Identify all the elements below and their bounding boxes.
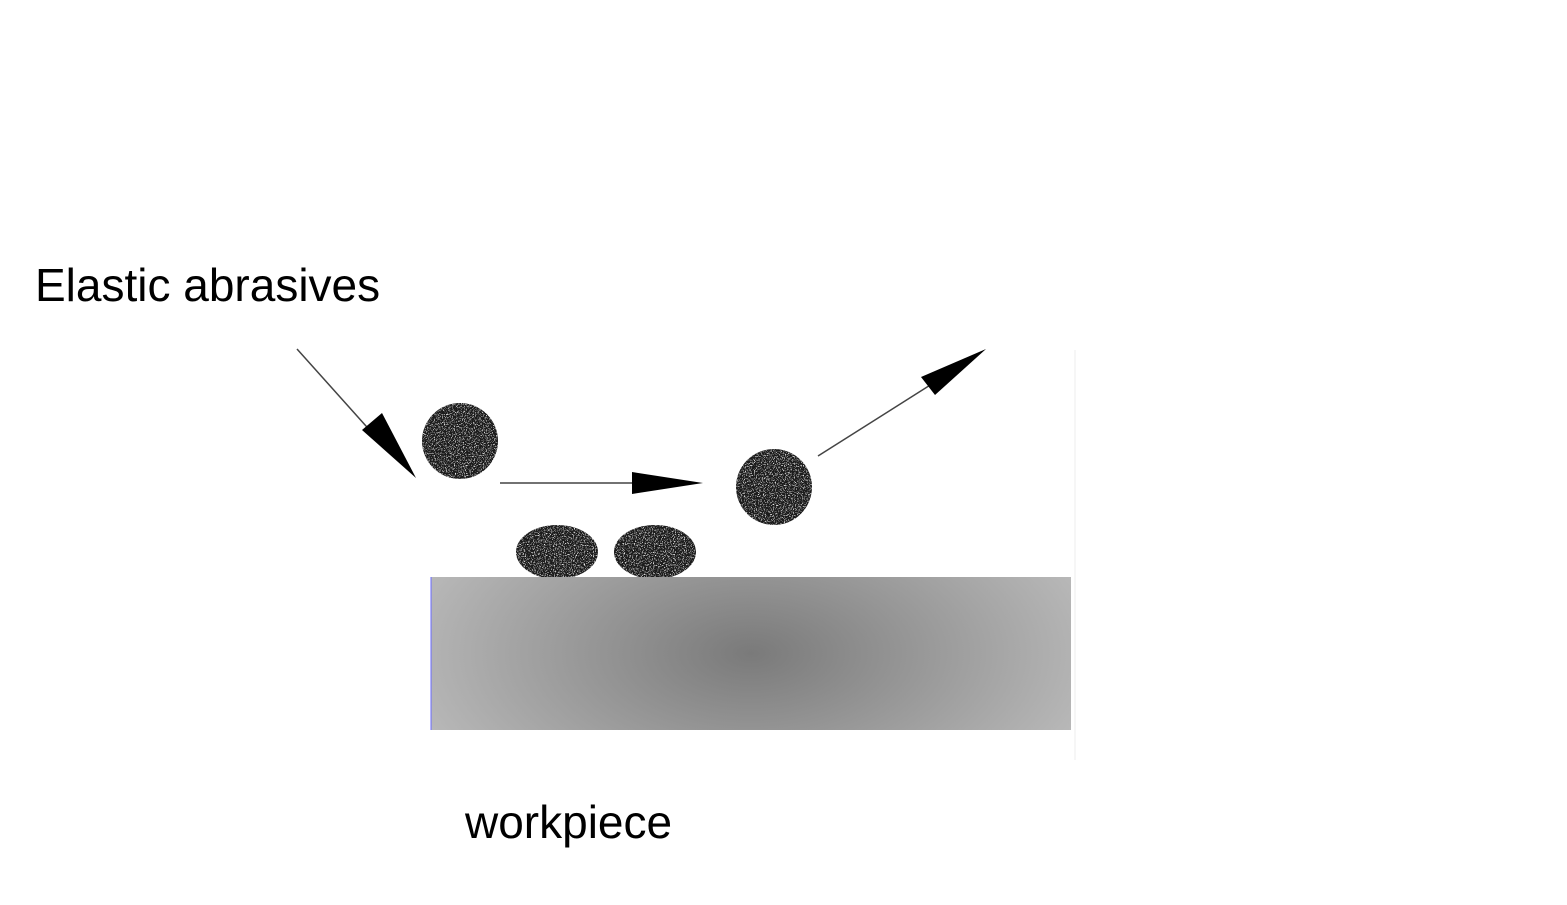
outgoing-arrow [817,349,986,457]
abrasive-particle-deformed [614,525,696,579]
abrasive-particle-incoming [422,403,498,479]
abrasive-particles [422,403,812,579]
abrasive-particle-rebounding [736,449,812,525]
workpiece-label: workpiece [465,796,673,848]
sliding-arrow [500,472,703,494]
abrasive-particle-deformed [516,525,598,579]
incoming-arrow [296,348,416,478]
workpiece-block [431,577,1071,730]
elastic-abrasives-label: Elastic abrasives [35,259,381,311]
